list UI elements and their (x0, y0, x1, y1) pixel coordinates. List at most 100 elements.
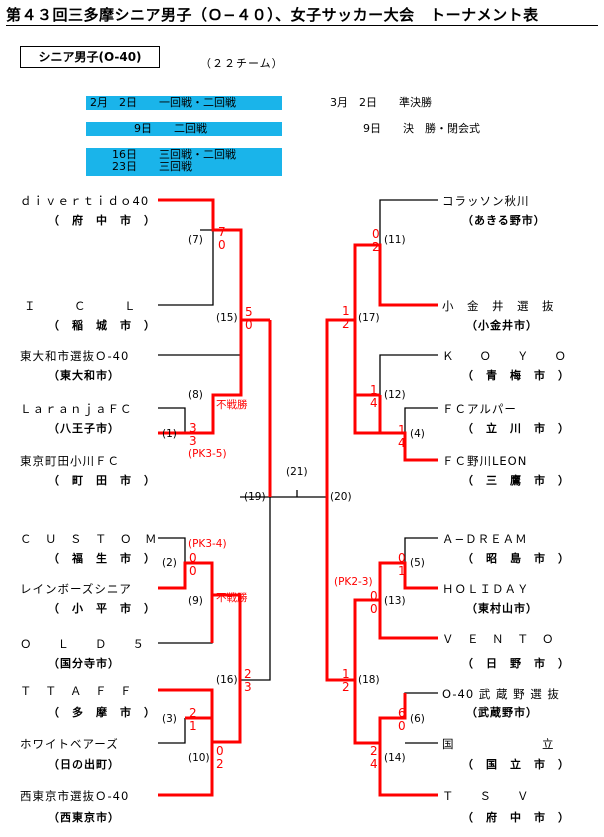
game-number: (5) (410, 557, 425, 569)
score: 4 (370, 757, 378, 771)
score: 1 (398, 423, 406, 437)
team-area: （ 町 田 市 ） (48, 474, 156, 487)
team-name: 小 金 井 選 抜 (442, 299, 555, 313)
team-area: （西東京市） (48, 811, 120, 824)
score: 0 (370, 589, 378, 603)
team-area: （ 三 鷹 市 ） (462, 474, 570, 487)
score: 1 (189, 719, 197, 733)
score: 1 (342, 667, 350, 681)
score: 3 (189, 421, 197, 435)
team-name: ｄｉｖｅｒｔｉｄｏ40 (20, 194, 150, 208)
team-name: 国 立 (442, 737, 555, 751)
game-number: (18) (358, 674, 380, 686)
walkover-note: 不戦勝 (216, 592, 248, 604)
score: 2 (189, 706, 197, 720)
team-name: レインボーズシニア (20, 582, 132, 596)
team-area: （ 国 立 市 ） (462, 758, 570, 771)
score: 3 (189, 434, 197, 448)
pk-note: (PK3-4) (188, 538, 227, 550)
score: 6 (398, 706, 406, 720)
score: 0 (216, 744, 224, 758)
schedule-row: 9日 決 勝・閉会式 (330, 122, 480, 135)
game-number: (13) (384, 595, 406, 607)
score: 0 (245, 318, 253, 332)
score: 1 (342, 304, 350, 318)
team-name: コラッソン秋川 (442, 194, 530, 208)
score: 0 (189, 551, 197, 565)
team-count: （２２チーム） (200, 57, 284, 70)
score: 0 (398, 551, 406, 565)
score: 2 (342, 317, 350, 331)
team-name: Ｏ Ｌ Ｄ ５ (20, 637, 145, 651)
team-name: ホワイトベアーズ (20, 737, 119, 751)
team-area: （東大和市） (48, 369, 120, 382)
game-number: (17) (358, 312, 380, 324)
game-number: (16) (216, 674, 238, 686)
score: 0 (189, 564, 197, 578)
score: 0 (398, 719, 406, 733)
score: 3 (244, 680, 252, 694)
score: 2 (370, 744, 378, 758)
score: 2 (216, 757, 224, 771)
team-name: ＬａｒａｎｊａＦＣ (20, 402, 133, 416)
game-number: (2) (162, 557, 177, 569)
game-number: (21) (286, 466, 308, 478)
team-name: Ｃ Ｕ Ｓ Ｔ Ｏ Ｍ (20, 532, 158, 546)
pk-note: (PK2-3) (334, 576, 373, 588)
score: 5 (245, 305, 253, 319)
game-number: (4) (410, 428, 425, 440)
team-area: （ 昭 島 市 ） (462, 552, 570, 565)
title-underline (6, 25, 598, 26)
schedule-row: 9日 二回戦 (90, 122, 207, 135)
team-area: （ 稲 城 市 ） (48, 319, 156, 332)
game-number: (14) (384, 752, 406, 764)
game-number: (19) (244, 491, 266, 503)
score: 0 (372, 227, 380, 241)
game-number: (11) (384, 234, 406, 246)
team-area: （小金井市） (466, 319, 538, 332)
score: 0 (370, 602, 378, 616)
team-name: 西東京市選抜Ｏ-40 (20, 789, 130, 803)
page-title: 第４３回三多摩シニア男子（Ｏ−４０）、女子サッカー大会 トーナメント表 (6, 6, 539, 24)
game-number: (3) (162, 713, 177, 725)
score: 7 (218, 225, 226, 239)
team-area: （ 福 生 市 ） (48, 552, 156, 565)
team-name: ＦＣ野川LEON (442, 454, 528, 468)
team-area: （ 立 川 市 ） (462, 422, 570, 435)
team-name: 東京町田小川ＦＣ (20, 454, 120, 468)
score: 1 (370, 383, 378, 397)
team-name: ＦＣアルパー (442, 402, 517, 416)
game-number: (10) (188, 752, 210, 764)
score: 1 (398, 564, 406, 578)
team-area: （ 青 梅 市 ） (462, 369, 570, 382)
team-name: 東大和市選抜Ｏ-40 (20, 349, 130, 363)
score: 2 (244, 667, 252, 681)
score: 0 (218, 238, 226, 252)
team-name: ＨＯＬＩＤＡＹ (442, 582, 530, 596)
game-number: (12) (384, 389, 406, 401)
game-number: (6) (410, 713, 425, 725)
team-area: （ 日 野 市 ） (462, 657, 570, 670)
schedule-bar (86, 96, 282, 110)
team-area: （ 府 中 市 ） (48, 214, 156, 227)
team-name: Ｔ Ｓ Ｖ (442, 789, 530, 803)
game-number: (15) (216, 312, 238, 324)
team-area: （東村山市） (466, 602, 538, 615)
schedule-row: 2月 2日 一回戦・二回戦 (90, 96, 236, 109)
game-number: (7) (188, 234, 203, 246)
game-number: (20) (330, 491, 352, 503)
pk-note: (PK3-5) (188, 448, 227, 460)
schedule-row: 3月 2日 準決勝 (330, 96, 432, 109)
game-number: (8) (188, 389, 203, 401)
team-area: （ 多 摩 市 ） (48, 706, 156, 719)
team-name: Ｔ Ｔ Ａ Ｆ Ｆ (20, 684, 133, 698)
team-area: （ 小 平 市 ） (48, 602, 156, 615)
team-area: （ 府 中 市 ） (462, 811, 570, 824)
team-name: Ｉ Ｃ Ｌ (24, 299, 137, 313)
score: 4 (370, 396, 378, 410)
team-area: （あきる野市） (462, 214, 546, 227)
walkover-note: 不戦勝 (216, 399, 248, 411)
team-name: Ｖ Ｅ Ｎ Ｔ Ｏ (442, 632, 555, 646)
schedule-bar (86, 148, 282, 176)
